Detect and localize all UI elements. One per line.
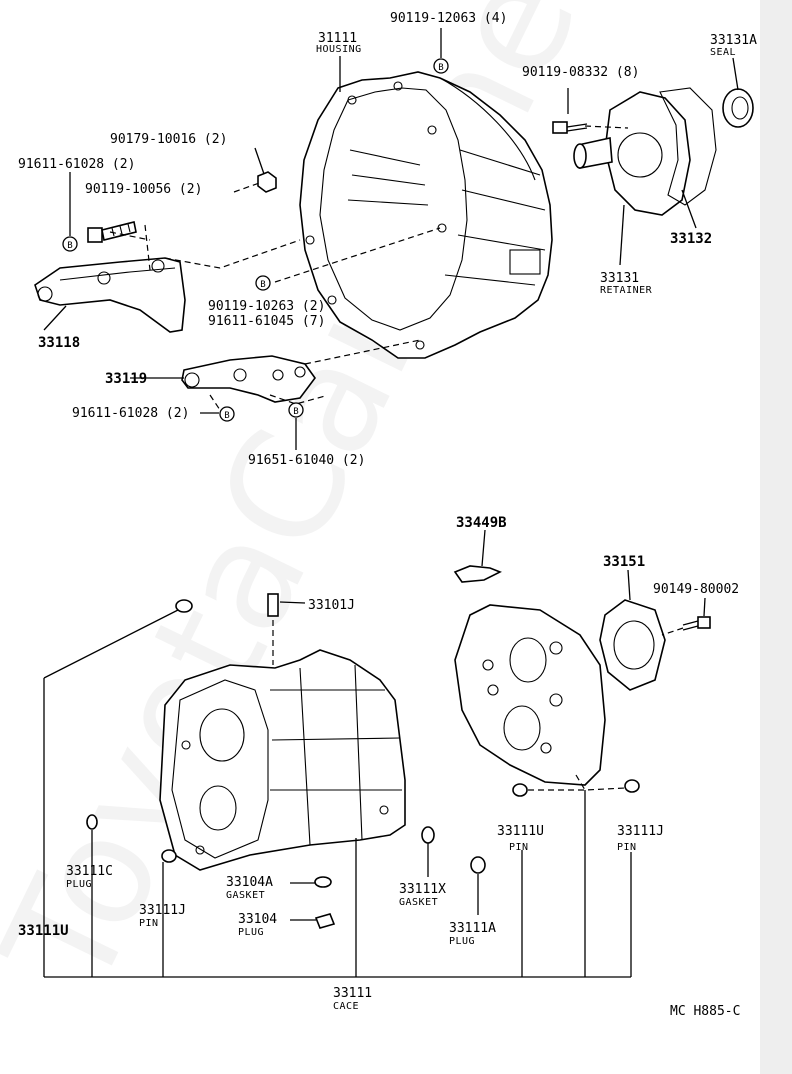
upper-labels: 90119-12063 (4) 31111 HOUSING 33131A SEA… — [18, 11, 757, 468]
label-90119-12063: 90119-12063 (4) — [390, 11, 507, 26]
label-91611-61028-top: 91611-61028 (2) — [18, 157, 135, 172]
label-90149-80002: 90149-80002 — [653, 582, 739, 597]
label-pin-left: PIN — [139, 918, 159, 929]
clip — [453, 529, 502, 583]
label-gasket-a: GASKET — [226, 890, 265, 901]
bracket-33119 — [181, 355, 316, 403]
intermediate-plate — [454, 604, 606, 786]
svg-text:B: B — [438, 63, 443, 73]
right-margin-strip — [760, 0, 792, 1074]
label-33119: 33119 — [105, 371, 147, 387]
label-33111u-mid: 33111U — [497, 824, 544, 839]
plug-33111a — [470, 856, 486, 874]
label-seal: SEAL — [710, 47, 736, 58]
bracket-33118 — [34, 257, 186, 333]
label-90179-10016: 90179-10016 (2) — [110, 132, 227, 147]
label-pin-mid: PIN — [509, 842, 529, 853]
svg-text:B: B — [260, 280, 265, 290]
label-33132: 33132 — [670, 231, 712, 247]
label-plug-33104: PLUG — [238, 927, 264, 938]
label-91611-61045: 91611-61045 (7) — [208, 314, 325, 329]
label-case: CACE — [333, 1001, 359, 1012]
label-91611-61028-lower: 91611-61028 (2) — [72, 406, 189, 421]
label-90119-10056: 90119-10056 (2) — [85, 182, 202, 197]
label-plug-c: PLUG — [66, 879, 92, 890]
label-33111c: 33111C — [66, 864, 113, 879]
gasket-33111x — [421, 826, 435, 844]
lower-labels: 33449B 33151 90149-80002 33101J 33111U P… — [18, 515, 740, 1019]
label-33111x: 33111X — [399, 882, 446, 897]
extension-cover — [599, 599, 666, 691]
b-symbol-bracket-top: B — [62, 236, 78, 252]
retainer — [573, 91, 691, 216]
breather — [267, 593, 306, 617]
label-33151: 33151 — [603, 554, 645, 570]
seal — [722, 88, 754, 128]
svg-text:B: B — [293, 407, 298, 417]
lower-leader-lines — [43, 569, 684, 978]
upper-leader-lines — [43, 28, 739, 450]
cover-bolt — [682, 597, 711, 631]
label-retainer: RETAINER — [600, 285, 653, 296]
transmission-case — [159, 649, 406, 871]
label-33131: 33131 — [600, 271, 639, 286]
label-plug-a: PLUG — [449, 936, 475, 947]
plug-33111c — [86, 814, 98, 830]
diagram-code: MC H885-C — [670, 1004, 740, 1019]
label-gasket-x: GASKET — [399, 897, 438, 908]
label-33111-case: 33111 — [333, 986, 372, 1001]
label-33449b: 33449B — [456, 515, 507, 531]
b-symbol-bottom: B — [288, 402, 304, 418]
label-housing: HOUSING — [316, 44, 362, 55]
label-33111a: 33111A — [449, 921, 496, 936]
label-90119-10263: 90119-10263 (2) — [208, 299, 325, 314]
pin-33111j-left — [161, 849, 177, 863]
b-symbol-housing-bolt: B — [433, 58, 449, 74]
label-33118: 33118 — [38, 335, 80, 351]
bracket-bolt — [87, 221, 137, 243]
label-33131a: 33131A — [710, 33, 757, 48]
svg-text:B: B — [67, 241, 72, 251]
label-31111: 31111 — [318, 31, 357, 46]
label-33111u-left: 33111U — [18, 923, 69, 939]
retainer-bolt — [552, 88, 588, 134]
plug-33104 — [314, 913, 336, 929]
plug-upper-left — [175, 599, 193, 613]
label-91651-61040: 91651-61040 (2) — [248, 453, 365, 468]
b-symbol-33119: B — [219, 406, 235, 422]
retainer-gasket — [659, 87, 717, 206]
label-33104: 33104 — [238, 912, 277, 927]
label-33101j: 33101J — [308, 598, 355, 613]
pin-33111j-right — [624, 779, 640, 793]
gasket-33104a — [314, 876, 332, 888]
label-33104a: 33104A — [226, 875, 273, 890]
pin-33111u-mid — [512, 783, 528, 797]
b-symbol-housing-bolts: B — [255, 275, 271, 291]
label-90119-08332: 90119-08332 (8) — [522, 65, 639, 80]
nut — [254, 147, 277, 193]
label-33111j-right: 33111J — [617, 824, 664, 839]
svg-text:B: B — [224, 411, 229, 421]
label-33111j-left: 33111J — [139, 903, 186, 918]
label-pin-right: PIN — [617, 842, 637, 853]
clutch-housing — [299, 71, 553, 359]
